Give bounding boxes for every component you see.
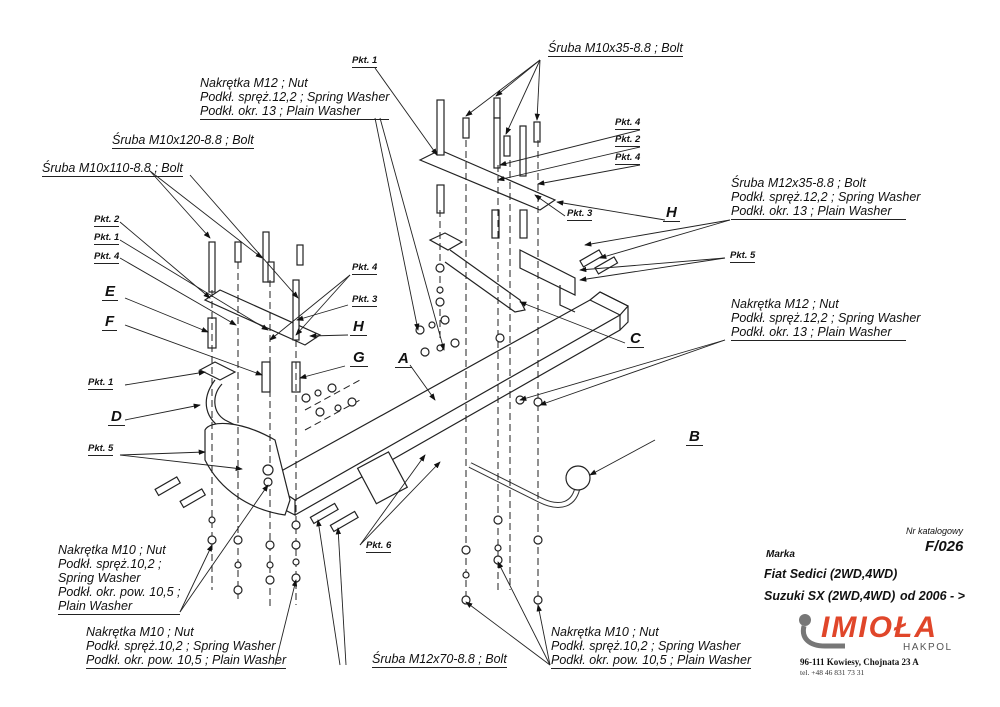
tow-ball-b bbox=[468, 462, 591, 508]
part-label-h-left: H bbox=[350, 318, 367, 336]
nuts-washers bbox=[207, 263, 543, 605]
point-label-6: Pkt. 6 bbox=[366, 540, 392, 553]
part-label-g: G bbox=[350, 349, 368, 367]
model-suzuki: Suzuki SX (2WD,4WD) bbox=[764, 589, 896, 603]
callout-bolt-m10x110: Śruba M10x110-8.8 ; Bolt bbox=[42, 161, 183, 177]
callout-nut-m10-bottom-right: Nakrętka M10 ; Nut Podkł. spręż.10,2 ; S… bbox=[551, 625, 752, 669]
catalog-number: F/026 bbox=[925, 538, 964, 555]
company-phone: tel. +48 46 831 73 31 bbox=[800, 668, 865, 677]
point-label-4-top-a: Pkt. 4 bbox=[615, 117, 641, 130]
plate-h-left bbox=[203, 289, 322, 346]
electrical-socket bbox=[356, 451, 409, 505]
callout-bolt-m10x120: Śruba M10x120-8.8 ; Bolt bbox=[112, 133, 254, 149]
year-range: od 2006 - > bbox=[900, 589, 965, 603]
point-label-5-left: Pkt. 5 bbox=[88, 443, 114, 456]
point-label-5-right: Pkt. 5 bbox=[730, 250, 756, 263]
point-label-2-left: Pkt. 2 bbox=[94, 214, 120, 227]
point-label-1-top: Pkt. 1 bbox=[352, 55, 378, 68]
towbar-hook-icon bbox=[799, 614, 845, 649]
logo-subtitle: HAKPOL bbox=[903, 642, 953, 653]
point-label-4-top-b: Pkt. 4 bbox=[615, 152, 641, 165]
part-label-h-top: H bbox=[663, 204, 680, 222]
point-label-1-left: Pkt. 1 bbox=[94, 232, 120, 245]
point-label-3-mid: Pkt. 3 bbox=[352, 294, 378, 307]
point-label-4-left: Pkt. 4 bbox=[94, 251, 120, 264]
point-label-1-lower-left: Pkt. 1 bbox=[88, 377, 114, 390]
brand-label: Marka bbox=[766, 549, 795, 560]
part-label-f: F bbox=[102, 313, 118, 331]
callout-bolt-m12x70: Śruba M12x70-8.8 ; Bolt bbox=[372, 652, 507, 668]
callout-nut-m12-right: Nakrętka M12 ; Nut Podkł. spręż.12,2 ; S… bbox=[731, 297, 921, 341]
part-label-d: D bbox=[108, 408, 125, 426]
catalog-number-label: Nr katalogowy bbox=[906, 526, 964, 536]
callout-nut-m12-top: Nakrętka M12 ; Nut Podkł. spręż.12,2 ; S… bbox=[200, 76, 390, 120]
logo-wordmark: IMIOŁA bbox=[821, 611, 938, 644]
callout-bolt-m10x35: Śruba M10x35-8.8 ; Bolt bbox=[548, 41, 683, 57]
part-label-c: C bbox=[627, 330, 644, 348]
callout-bolt-m12x35: Śruba M12x35-8.8 ; Bolt Podkł. spręż.12,… bbox=[731, 176, 921, 220]
callout-nut-m10-bottom-left: Nakrętka M10 ; Nut Podkł. spręż.10,2 ; S… bbox=[86, 625, 287, 669]
spacer-e bbox=[207, 317, 217, 349]
bracket-c bbox=[428, 232, 576, 313]
point-label-3-top: Pkt. 3 bbox=[567, 208, 593, 221]
point-label-4-mid: Pkt. 4 bbox=[352, 262, 378, 275]
model-fiat: Fiat Sedici (2WD,4WD) bbox=[764, 567, 898, 581]
callout-nut-m10-left: Nakrętka M10 ; Nut Podkł. spręż.10,2 ; S… bbox=[58, 543, 181, 615]
bracket-d bbox=[198, 361, 291, 516]
part-label-a: A bbox=[395, 350, 412, 368]
part-label-b: B bbox=[686, 428, 703, 446]
spacer-f bbox=[261, 361, 271, 393]
bolts bbox=[154, 97, 619, 533]
company-address: 96-111 Kowiesy, Chojnata 23 A bbox=[800, 657, 919, 667]
part-label-e: E bbox=[102, 283, 119, 301]
point-label-2-top: Pkt. 2 bbox=[615, 134, 641, 147]
company-logo: IMIOŁA HAKPOL bbox=[795, 612, 970, 654]
